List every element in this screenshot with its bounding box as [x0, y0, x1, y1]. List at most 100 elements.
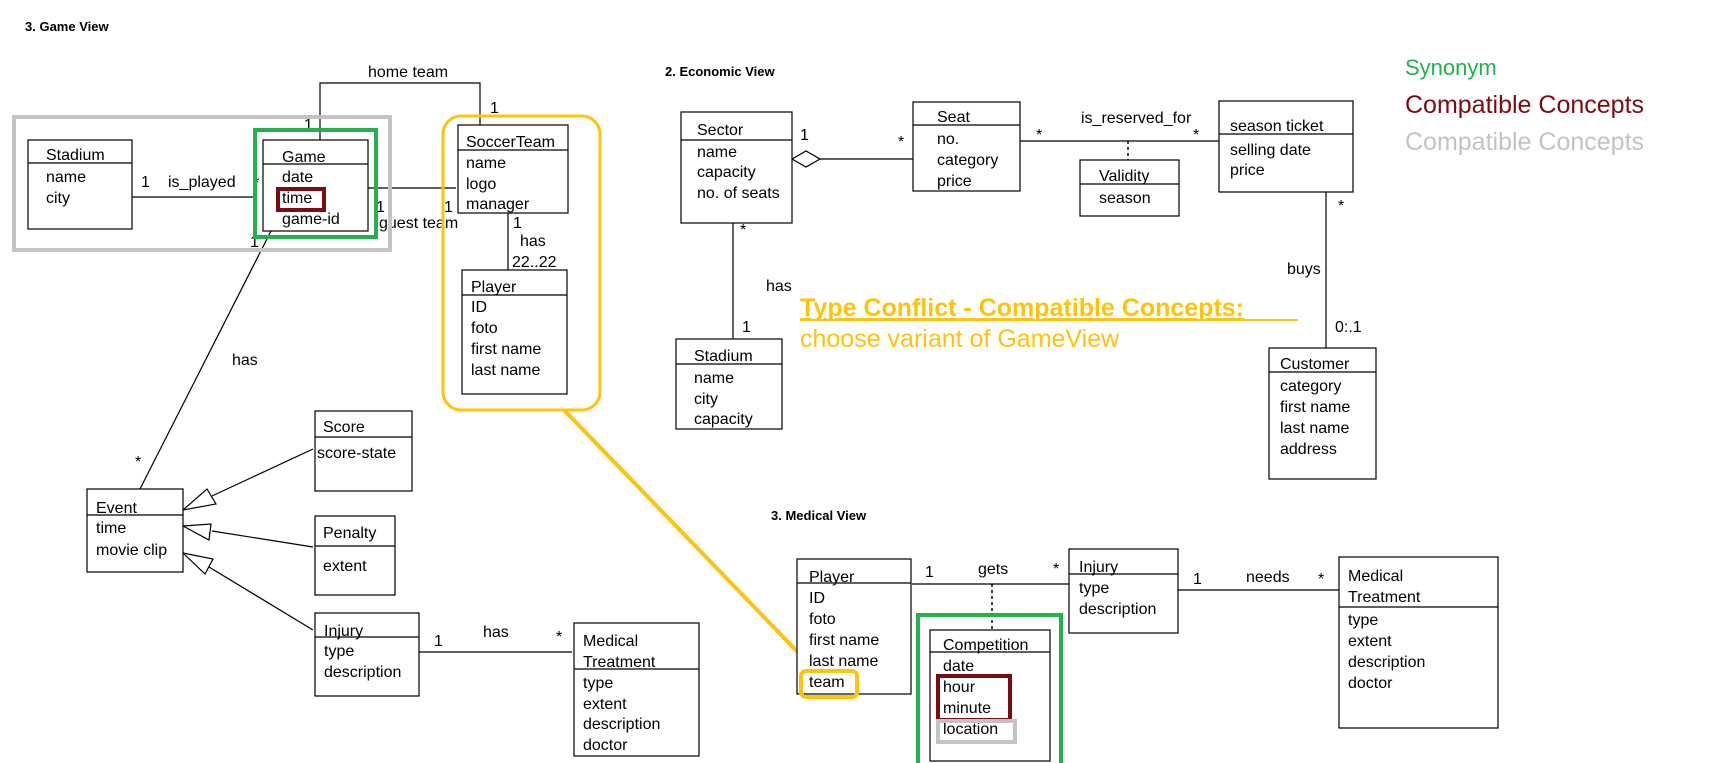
class-attr: ID	[809, 590, 825, 607]
game-view-heading: 3. Game View	[25, 19, 109, 34]
class-name-line2: Treatment	[1348, 589, 1421, 606]
mult-label: *	[1053, 561, 1059, 578]
class-name: Medical	[1348, 568, 1403, 585]
class-attr: category	[1280, 378, 1341, 395]
class-gv-medical-treatment: Medical Treatment type extent descriptio…	[573, 622, 700, 757]
mult-label: *	[898, 134, 904, 151]
assoc-needs: needs	[1246, 569, 1290, 586]
mult-label: *	[1338, 198, 1344, 215]
mult-label: 1	[800, 127, 809, 144]
class-name: Score	[323, 419, 365, 436]
assoc-home-team: home team	[368, 64, 448, 81]
class-attr: city	[694, 391, 718, 408]
assoc-guest-team: guest team	[379, 215, 458, 232]
mult-label: 1	[141, 174, 150, 191]
class-attr: extent	[583, 696, 627, 713]
class-attr: foto	[809, 611, 836, 628]
class-name: Medical	[583, 633, 638, 650]
class-attr: description	[1079, 601, 1156, 618]
class-name: Seat	[937, 109, 970, 126]
class-mv-competition: Competition date hour minute location	[929, 629, 1051, 762]
class-attr: location	[943, 721, 998, 738]
class-ev-customer: Customer category first name last name a…	[1268, 347, 1377, 480]
class-gv-event: Event time movie clip	[86, 488, 184, 573]
class-name: Sector	[697, 122, 744, 139]
class-name: Competition	[943, 637, 1028, 654]
class-gv-stadium: Stadium name city	[27, 139, 133, 230]
mult-label: *	[556, 629, 562, 646]
class-attr: date	[943, 658, 974, 675]
class-attr: type	[1348, 612, 1378, 629]
class-attr: first name	[1280, 399, 1350, 416]
aggregation-diamond	[790, 150, 822, 168]
legend-synonym: Synonym	[1405, 55, 1497, 80]
mult-label: 1	[250, 234, 259, 251]
class-attr: hour	[943, 679, 976, 696]
class-attr: doctor	[583, 737, 628, 754]
assoc-gets: gets	[978, 561, 1008, 578]
class-name: Customer	[1280, 356, 1350, 373]
mult-label: 1	[513, 215, 522, 232]
legend-compatible-red: Compatible Concepts	[1405, 91, 1644, 119]
class-attr: no.	[937, 131, 959, 148]
mult-label: 1	[1193, 571, 1202, 588]
class-name: Stadium	[694, 348, 753, 365]
class-ev-sector: Sector name capacity no. of seats	[680, 111, 793, 224]
highlight-gray-gameview	[12, 115, 392, 252]
highlight-yellow-soccerteam	[441, 114, 602, 412]
class-ev-season-ticket: season ticket selling date price	[1218, 100, 1354, 193]
class-gv-game: Game date time game-id	[262, 139, 369, 232]
class-mv-medical-treatment: Medical Treatment type extent descriptio…	[1338, 556, 1499, 729]
class-attr: name	[466, 155, 506, 172]
highlight-green-competition	[916, 613, 1063, 763]
assoc-is-played: is_played	[168, 174, 236, 191]
class-attr: name	[697, 144, 737, 161]
class-name: Game	[282, 149, 326, 166]
mult-label: 1	[490, 100, 499, 117]
assoc-has-player: has	[520, 233, 546, 250]
class-attr: date	[282, 169, 313, 186]
assoc-has-event: has	[232, 352, 258, 369]
class-name: Player	[471, 279, 517, 296]
class-attr: address	[1280, 441, 1337, 458]
class-gv-score: Score score-state	[314, 410, 413, 492]
assoc-has-stadium: has	[766, 278, 792, 295]
class-attr: type	[583, 675, 613, 692]
class-name: Validity	[1099, 168, 1149, 185]
class-name-line2: Treatment	[583, 654, 656, 671]
class-attr: name	[694, 370, 734, 387]
class-ev-validity: Validity season	[1079, 159, 1180, 217]
class-attr: description	[1348, 654, 1425, 671]
class-name: Player	[809, 569, 855, 586]
class-attr: logo	[466, 176, 496, 193]
class-attr: season	[1099, 190, 1151, 207]
class-attr: extent	[323, 558, 367, 575]
assoc-buys: buys	[1287, 261, 1321, 278]
class-attr: doctor	[1348, 675, 1393, 692]
class-attr: movie clip	[96, 542, 167, 559]
class-attr: team	[809, 674, 845, 691]
class-attr: last name	[809, 653, 878, 670]
class-attr: ID	[471, 299, 487, 316]
class-name: Penalty	[323, 525, 376, 542]
class-attr: last name	[1280, 420, 1349, 437]
class-attr: last name	[471, 362, 540, 379]
assoc-is-reserved-for: is_reserved_for	[1081, 110, 1192, 127]
class-attr: score-state	[317, 445, 396, 462]
class-attr: name	[46, 169, 86, 186]
highlight-green-game	[253, 128, 378, 239]
class-attr: selling date	[1230, 142, 1311, 159]
mult-label: 0:.1	[1335, 319, 1362, 336]
class-attr: game-id	[282, 211, 340, 228]
class-gv-penalty: Penalty extent	[314, 515, 396, 596]
class-gv-player: Player ID foto first name last name	[461, 269, 568, 395]
mult-label: 1	[444, 199, 453, 216]
mult-label: 1	[434, 633, 443, 650]
class-attr: extent	[1348, 633, 1392, 650]
class-attr: city	[46, 190, 70, 207]
legend-compatible-gray: Compatible Concepts	[1405, 128, 1644, 156]
mult-label: 1	[925, 564, 934, 581]
class-attr: price	[1230, 162, 1265, 179]
class-mv-injury: Injury type description	[1068, 548, 1179, 634]
